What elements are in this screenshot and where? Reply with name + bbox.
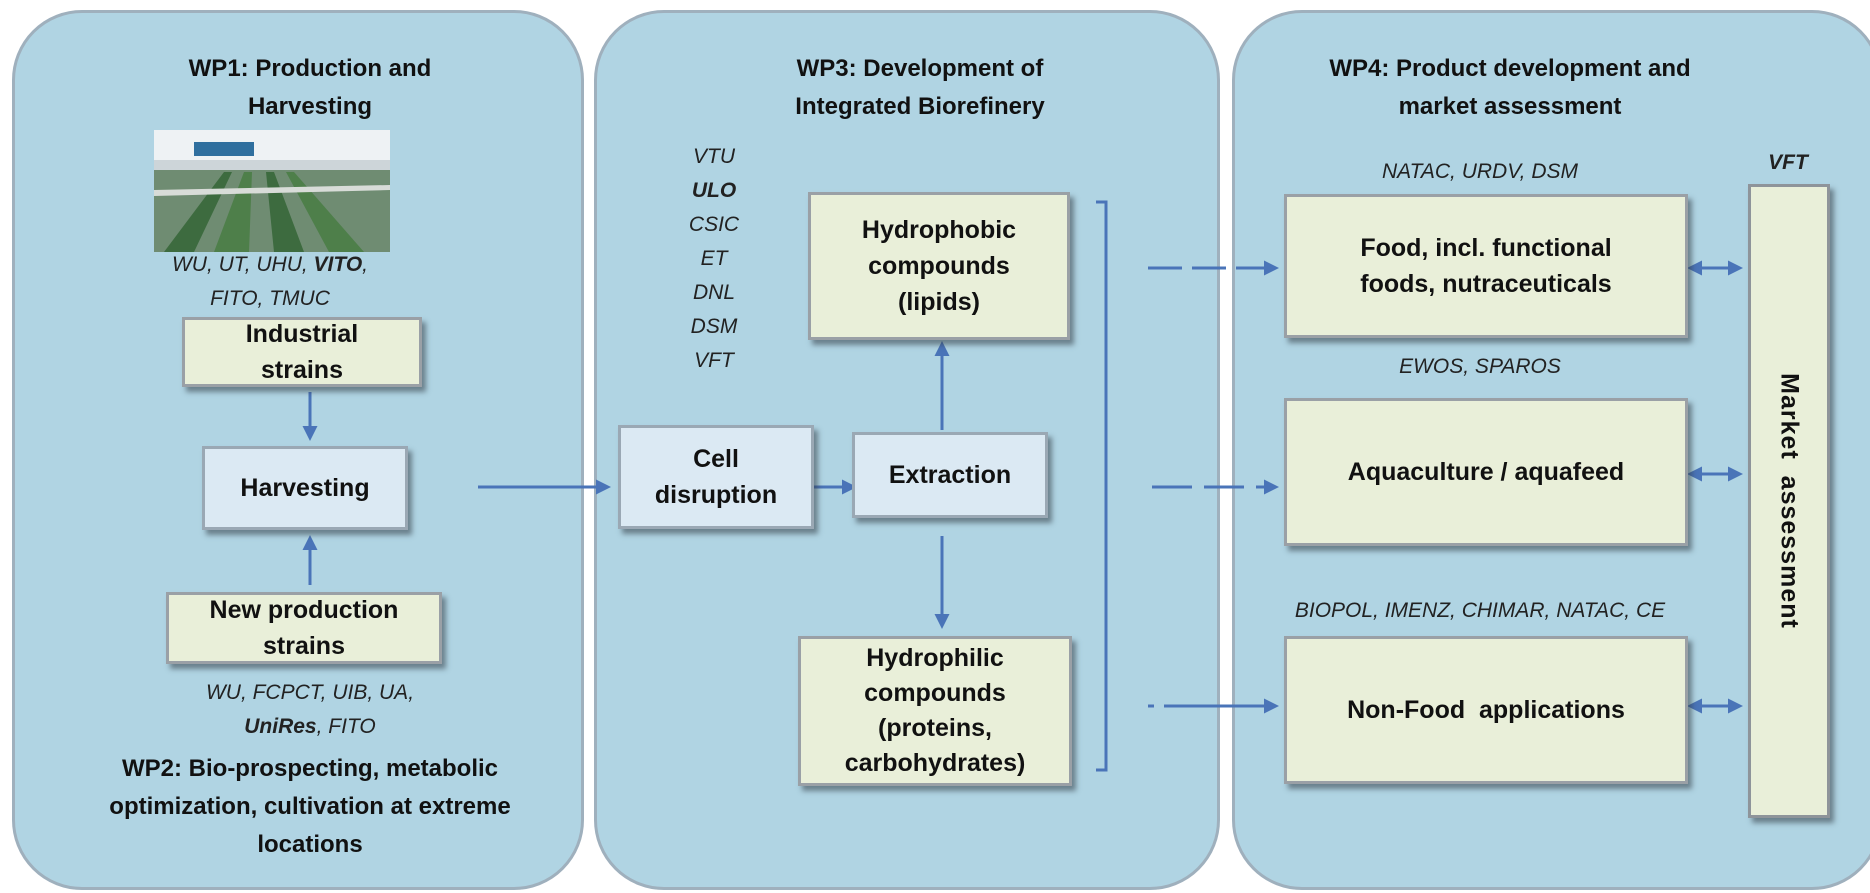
industrial-strains-box[interactable]: Industrial strains — [182, 317, 422, 387]
nonfood-partners: BIOPOL, IMENZ, CHIMAR, NATAC, CE — [1294, 599, 1666, 622]
bracket — [1096, 200, 1108, 772]
cultivation-photo — [154, 130, 390, 252]
new-production-strains-box[interactable]: New production strains — [166, 592, 442, 664]
wp1-partners: WU, UT, UHU, VITO, FITO, TMUC — [171, 253, 369, 310]
wp1-title: WP1: Production and Harvesting — [188, 55, 432, 120]
market-assessment-box[interactable]: Market assessment — [1748, 184, 1830, 818]
wp4-title: WP4: Product development and market asse… — [1329, 55, 1691, 120]
wp3-title: WP3: Development of Integrated Biorefine… — [795, 55, 1045, 120]
food-partners: NATAC, URDV, DSM — [1381, 160, 1578, 183]
harvesting-box[interactable]: Harvesting — [202, 446, 408, 530]
wp2-title: WP2: Bio-prospecting, metabolic optimiza… — [109, 755, 511, 858]
non-food-box[interactable]: Non-Food applications — [1284, 636, 1688, 784]
aqua-partners: EWOS, SPAROS — [1399, 355, 1561, 378]
cell-disruption-box[interactable]: Cell disruption — [618, 425, 814, 529]
wp2-partners: WU, FCPCT, UIB, UA, UniRes, FITO — [205, 681, 415, 738]
food-box[interactable]: Food, incl. functional foods, nutraceuti… — [1284, 194, 1688, 338]
market-partner: VFT — [1768, 151, 1808, 174]
hydrophilic-box[interactable]: Hydrophilic compounds (proteins, carbohy… — [798, 636, 1072, 786]
hydrophobic-box[interactable]: Hydrophobic compounds (lipids) — [808, 192, 1070, 340]
extraction-box[interactable]: Extraction — [852, 432, 1048, 518]
aquaculture-box[interactable]: Aquaculture / aquafeed — [1284, 398, 1688, 546]
wp3-partners: VTU ULO CSIC ET DNL DSM VFT — [688, 145, 740, 372]
